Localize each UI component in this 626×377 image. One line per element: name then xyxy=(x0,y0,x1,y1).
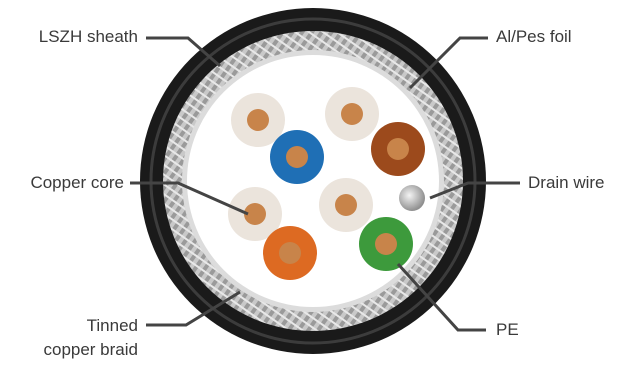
conductor-orange xyxy=(263,226,317,280)
conductor-white-4 xyxy=(319,178,373,232)
label-pe: PE xyxy=(496,320,519,340)
conductor-white-1 xyxy=(231,93,285,147)
conductor-green-pe xyxy=(359,217,413,271)
label-copper-core: Copper core xyxy=(8,173,124,193)
drain-wire xyxy=(399,185,425,211)
label-al-pes-foil: Al/Pes foil xyxy=(496,27,572,47)
conductor-blue xyxy=(270,130,324,184)
conductor-white-2 xyxy=(325,87,379,141)
label-lszh-sheath: LSZH sheath xyxy=(8,27,138,47)
label-tinned-braid-line1: Tinned xyxy=(8,316,138,336)
label-tinned-braid-line2: copper braid xyxy=(8,340,138,360)
label-drain-wire: Drain wire xyxy=(528,173,605,193)
conductor-brown xyxy=(371,122,425,176)
